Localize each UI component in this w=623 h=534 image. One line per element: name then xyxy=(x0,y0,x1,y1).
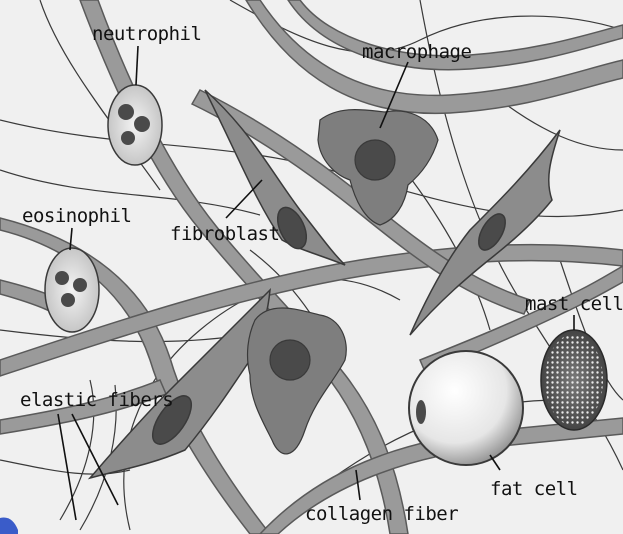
eosinophil-cell xyxy=(45,248,99,332)
label-eosinophil: eosinophil xyxy=(22,205,131,227)
macrophage-nucleus-upper xyxy=(355,140,395,180)
label-mast-cell: mast cell xyxy=(525,293,623,315)
fat-cell xyxy=(409,351,523,465)
fat-cell-nucleus xyxy=(416,400,426,424)
label-macrophage: macrophage xyxy=(362,41,471,63)
label-fibroblast: fibroblast xyxy=(170,223,279,245)
label-elastic-fibers: elastic fibers xyxy=(20,389,173,411)
label-fat-cell: fat cell xyxy=(490,478,578,500)
label-collagen-fiber: collagen fiber xyxy=(305,503,458,525)
neutrophil-cell xyxy=(108,85,162,165)
label-neutrophil: neutrophil xyxy=(92,23,201,45)
mast-cell xyxy=(541,330,607,430)
macrophage-nucleus-lower xyxy=(270,340,310,380)
